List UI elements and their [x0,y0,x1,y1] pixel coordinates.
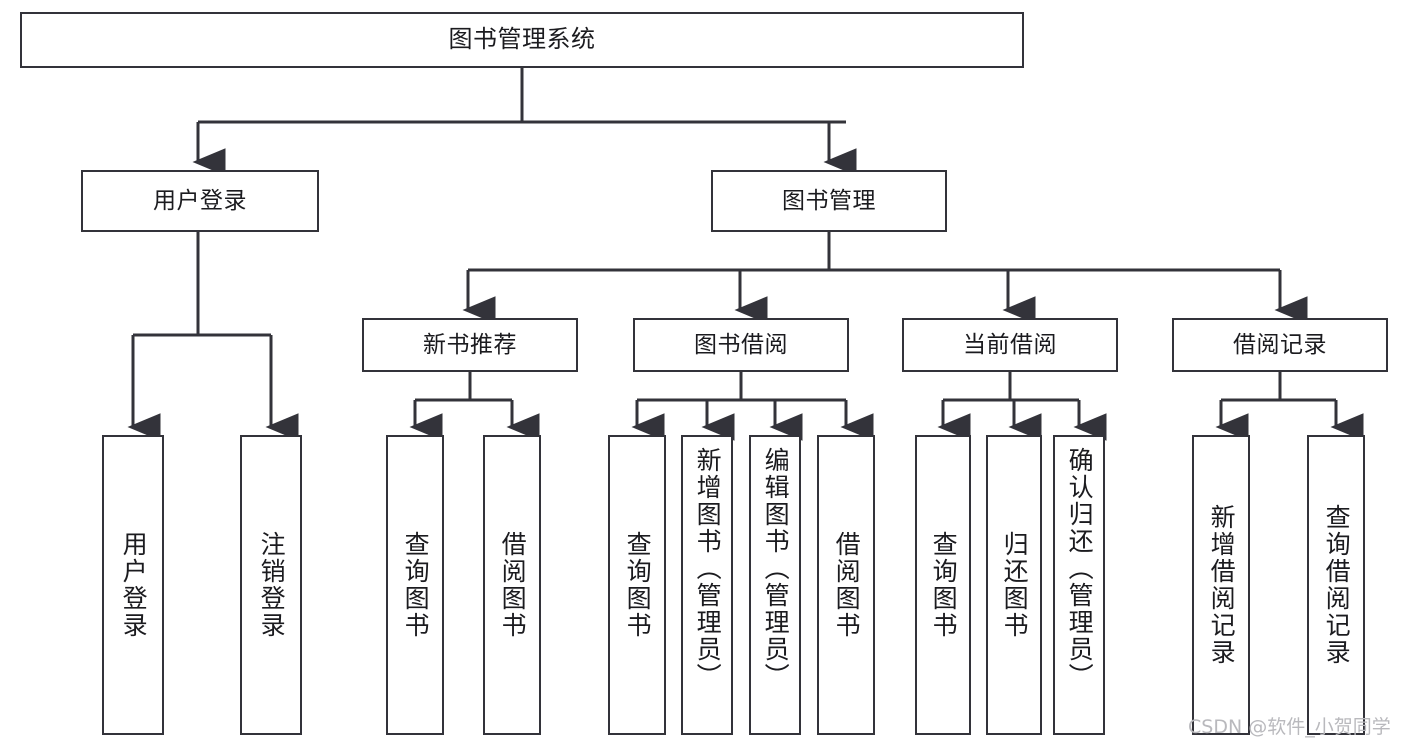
node-book-manage[interactable]: 图书管理 [711,170,947,232]
leaf-query-book-current-label: 查询图书 [929,531,959,639]
leaf-query-borrow-record[interactable]: 查询借阅记录 [1307,435,1365,735]
node-user-login-label: 用户登录 [153,187,247,214]
leaf-add-book-label: 新增图书（管理员） [693,447,723,690]
leaf-edit-book-label: 编辑图书（管理员） [761,447,791,690]
node-new-book-recommend[interactable]: 新书推荐 [362,318,578,372]
leaf-query-book-current[interactable]: 查询图书 [915,435,971,735]
leaf-return-book-label: 归还图书 [1000,531,1030,639]
node-user-login[interactable]: 用户登录 [81,170,319,232]
leaf-confirm-return-label: 确认归还（管理员） [1065,447,1095,690]
leaf-query-book-borrow-label: 查询图书 [623,531,653,639]
leaf-confirm-return[interactable]: 确认归还（管理员） [1053,435,1105,735]
node-book-borrow-label: 图书借阅 [694,331,788,358]
csdn-watermark: CSDN @软件_小贺同学 [1188,716,1391,738]
node-new-book-recommend-label: 新书推荐 [423,331,517,358]
leaf-query-book-rec[interactable]: 查询图书 [386,435,444,735]
node-book-manage-label: 图书管理 [782,187,876,214]
node-current-borrow-label: 当前借阅 [963,331,1057,358]
leaf-edit-book[interactable]: 编辑图书（管理员） [749,435,801,735]
leaf-borrow-book-borrow[interactable]: 借阅图书 [817,435,875,735]
leaf-user-login[interactable]: 用户登录 [102,435,164,735]
node-borrow-record-label: 借阅记录 [1233,331,1327,358]
leaf-borrow-book-rec[interactable]: 借阅图书 [483,435,541,735]
node-borrow-record[interactable]: 借阅记录 [1172,318,1388,372]
leaf-add-book[interactable]: 新增图书（管理员） [681,435,733,735]
leaf-user-logout-label: 注销登录 [257,531,287,639]
leaf-query-book-borrow[interactable]: 查询图书 [608,435,666,735]
leaf-add-borrow-record-label: 新增借阅记录 [1207,504,1237,666]
leaf-borrow-book-borrow-label: 借阅图书 [832,531,862,639]
leaf-return-book[interactable]: 归还图书 [986,435,1042,735]
node-book-borrow[interactable]: 图书借阅 [633,318,849,372]
node-current-borrow[interactable]: 当前借阅 [902,318,1118,372]
leaf-query-book-rec-label: 查询图书 [401,531,431,639]
node-root-label: 图书管理系统 [448,25,596,54]
leaf-add-borrow-record[interactable]: 新增借阅记录 [1192,435,1250,735]
leaf-query-borrow-record-label: 查询借阅记录 [1322,504,1352,666]
leaf-user-logout[interactable]: 注销登录 [240,435,302,735]
leaf-borrow-book-rec-label: 借阅图书 [498,531,528,639]
leaf-user-login-label: 用户登录 [119,531,149,639]
node-root[interactable]: 图书管理系统 [20,12,1024,68]
